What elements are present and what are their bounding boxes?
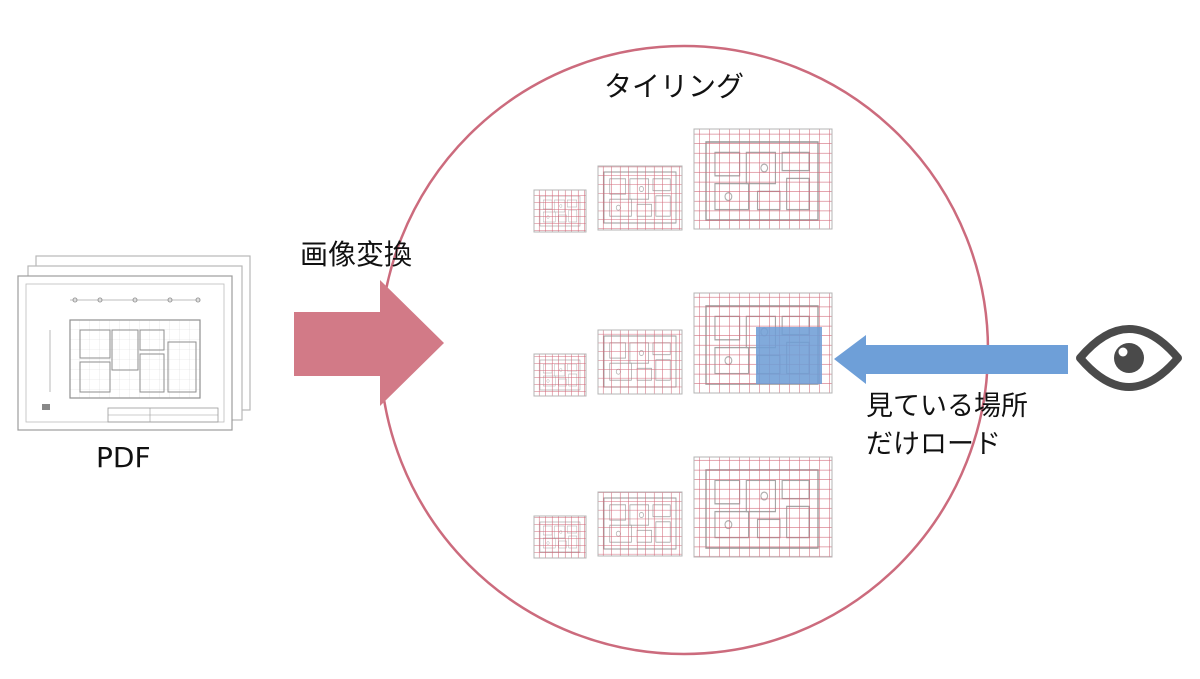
pdf-document-stack-icon [17, 255, 251, 431]
tile-pyramid-2 [533, 292, 833, 397]
tile-level-medium [597, 329, 683, 395]
load-visible-area-line-1: 見ている場所 [866, 391, 1028, 422]
load-arrow [834, 335, 1068, 384]
tile-pyramid-1 [533, 128, 833, 233]
tile-level-large [693, 456, 833, 558]
load-visible-area-line-2: だけロード [866, 429, 1001, 460]
convert-arrow [294, 280, 444, 406]
tile-level-medium [597, 165, 683, 231]
tile-pyramid-3 [533, 456, 833, 559]
tile-level-medium [597, 491, 683, 557]
image-conversion-label: 画像変換 [300, 238, 413, 271]
viewed-area-highlight [756, 327, 822, 384]
eye-icon [1076, 325, 1182, 391]
tiling-title: タイリング [604, 70, 745, 103]
tile-level-large [693, 128, 833, 230]
tile-level-small [533, 353, 587, 397]
tile-level-small [533, 189, 587, 233]
load-visible-area-label: 見ている場所 だけロード [866, 388, 1028, 464]
pdf-label: PDF [96, 441, 151, 474]
tile-level-small [533, 515, 587, 559]
